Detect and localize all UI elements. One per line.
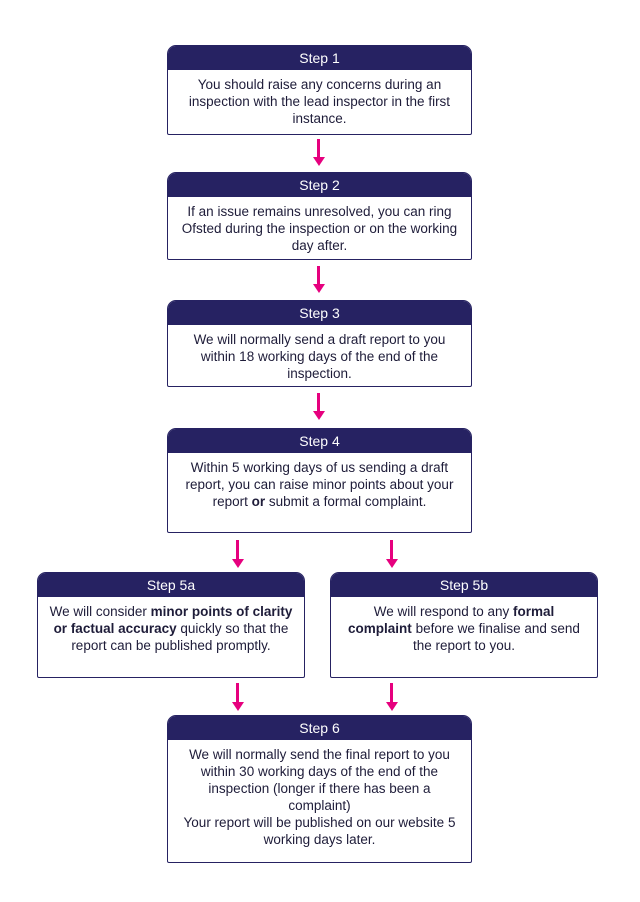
arrow-down-icon [312, 266, 325, 293]
arrow-down-icon [312, 139, 325, 166]
step-5a-body: We will consider minor points of clarity… [38, 597, 304, 654]
arrow-head [231, 702, 244, 711]
step-4-text-bold: or [251, 494, 266, 509]
step-6-title: Step 6 [299, 720, 340, 736]
step-5a-title: Step 5a [146, 577, 196, 593]
step-4-paragraph: Within 5 working days of us sending a dr… [177, 459, 462, 510]
step-2-body: If an issue remains unresolved, you can … [168, 197, 471, 254]
step-3-title: Step 3 [299, 305, 340, 321]
step-5a-paragraph: We will consider minor points of clarity… [47, 603, 295, 654]
step-4-text: Within 5 working days of us sending a dr… [185, 460, 454, 509]
step-6-paragraph-1: We will normally send the final report t… [177, 746, 462, 814]
step-5b-header: Step 5b [331, 573, 597, 597]
step-6-text: We will normally send the final report t… [189, 747, 450, 813]
arrow-down-icon [385, 683, 398, 711]
step-2-text: If an issue remains unresolved, you can … [181, 204, 458, 253]
step-6-text: Your report will be published on our web… [183, 815, 456, 847]
step-4-title: Step 4 [299, 433, 340, 449]
step-1-title: Step 1 [299, 50, 340, 66]
step-3-header: Step 3 [168, 301, 471, 325]
arrow-head [312, 411, 325, 420]
step-1-text: You should raise any concerns during an … [188, 77, 451, 126]
arrow-head [385, 702, 398, 711]
step-5b-text: before we finalise and send the report t… [411, 621, 580, 653]
step-5b-text: We will respond to any [373, 604, 514, 619]
arrow-stem [317, 266, 320, 284]
arrow-head [231, 559, 244, 568]
arrow-down-icon [385, 540, 398, 568]
step-3-text: We will normally send a draft report to … [193, 332, 446, 381]
step-6-header: Step 6 [168, 716, 471, 740]
step-5b-body: We will respond to any formal complaint … [331, 597, 597, 654]
step-6-box: Step 6 We will normally send the final r… [167, 715, 472, 863]
step-3-box: Step 3 We will normally send a draft rep… [167, 300, 472, 387]
arrow-head [385, 559, 398, 568]
step-6-paragraph-2: Your report will be published on our web… [177, 814, 462, 848]
step-4-text: submit a formal complaint. [265, 494, 427, 509]
step-2-box: Step 2 If an issue remains unresolved, y… [167, 172, 472, 260]
arrow-down-icon [231, 540, 244, 568]
step-2-title: Step 2 [299, 177, 340, 193]
arrow-head [312, 157, 325, 166]
arrow-head [312, 284, 325, 293]
step-5a-text: quickly so that the report can be publis… [71, 621, 289, 653]
step-5a-box: Step 5a We will consider minor points of… [37, 572, 305, 678]
arrow-stem [390, 540, 393, 559]
step-1-header: Step 1 [168, 46, 471, 70]
step-5b-box: Step 5b We will respond to any formal co… [330, 572, 598, 678]
step-2-paragraph: If an issue remains unresolved, you can … [177, 203, 462, 254]
arrow-stem [317, 139, 320, 157]
step-2-header: Step 2 [168, 173, 471, 197]
step-5b-text-bold: formal complaint [348, 604, 555, 636]
step-4-box: Step 4 Within 5 working days of us sendi… [167, 428, 472, 533]
step-6-body: We will normally send the final report t… [168, 740, 471, 848]
step-5a-text-bold: minor points of clarity or factual accur… [53, 604, 293, 636]
step-5b-paragraph: We will respond to any formal complaint … [340, 603, 588, 654]
arrow-stem [390, 683, 393, 702]
step-5b-title: Step 5b [439, 577, 489, 593]
step-1-paragraph: You should raise any concerns during an … [177, 76, 462, 127]
arrow-stem [317, 393, 320, 411]
step-1-body: You should raise any concerns during an … [168, 70, 471, 127]
arrow-down-icon [231, 683, 244, 711]
step-5a-text: We will consider [49, 604, 151, 619]
arrow-down-icon [312, 393, 325, 420]
arrow-stem [236, 683, 239, 702]
arrow-stem [236, 540, 239, 559]
step-1-box: Step 1 You should raise any concerns dur… [167, 45, 472, 135]
step-4-header: Step 4 [168, 429, 471, 453]
step-3-paragraph: We will normally send a draft report to … [177, 331, 462, 382]
step-4-body: Within 5 working days of us sending a dr… [168, 453, 471, 510]
step-3-body: We will normally send a draft report to … [168, 325, 471, 382]
step-5a-header: Step 5a [38, 573, 304, 597]
